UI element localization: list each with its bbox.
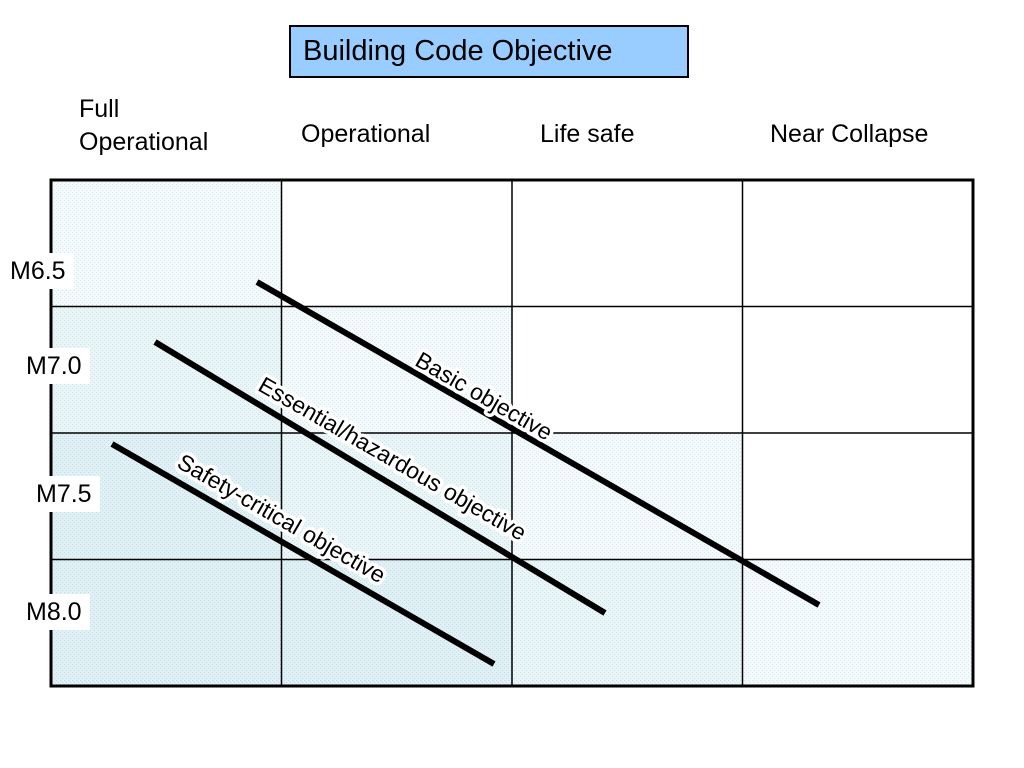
basic-objective-line	[255, 279, 821, 608]
row-label-m8-0: M8.0	[18, 594, 90, 630]
diagram-title: Building Code Objective	[289, 25, 689, 78]
grid-border	[49, 178, 975, 688]
row-label-m6-5: M6.5	[2, 253, 74, 289]
grid-lines	[49, 178, 975, 688]
row-label-m7-5: M7.5	[28, 476, 100, 512]
row-label-m7-0: M7.0	[18, 348, 90, 384]
shaded-cell-tint	[281, 433, 512, 560]
shaded-cell-tint	[281, 559, 512, 686]
column-label-full-operational: Full Operational	[79, 95, 209, 156]
column-label-life-safe: Life safe	[540, 120, 635, 148]
column-label-operational: Operational	[301, 120, 431, 148]
shaded-cell-tint	[281, 306, 512, 433]
column-label-near-collapse: Near Collapse	[770, 120, 929, 148]
essential-hazardous-objective-line	[153, 339, 607, 616]
safety-critical-objective-line	[110, 441, 496, 667]
shaded-cells	[51, 180, 973, 686]
shaded-cell-tint	[51, 180, 282, 307]
